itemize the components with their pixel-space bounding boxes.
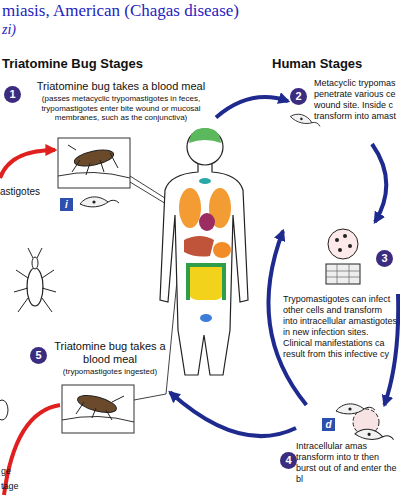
stage-marker: i [60, 198, 73, 211]
brain [189, 128, 221, 143]
bug-legs [68, 145, 118, 175]
bug-head [32, 257, 38, 269]
bursting-cell [336, 404, 395, 444]
stomach [213, 242, 231, 258]
skin-line [58, 172, 130, 178]
bug-legs [76, 396, 124, 420]
skin-line [62, 416, 134, 422]
amastigote [348, 244, 352, 248]
lung [179, 188, 201, 228]
stage-panel: Triatomine bug takes a blood meal(trypom… [50, 340, 170, 435]
liver [184, 236, 214, 257]
head [187, 129, 223, 165]
heart [199, 213, 215, 231]
bug-body [27, 268, 43, 306]
callout-number: 1 [4, 86, 21, 103]
cycle-arrow [372, 144, 386, 222]
stage-description: Triatomine bug takes a blood meal [26, 80, 216, 93]
tissue [326, 264, 360, 284]
stage-description: Metacyclic trypomas penetrate various ce… [314, 78, 400, 122]
intestine [188, 264, 224, 300]
section-heading: Human Stages [272, 56, 362, 71]
thyroid [199, 178, 211, 184]
stage-panel: Intracellular amas transform into tr the… [296, 405, 400, 497]
callout-number: 3 [376, 250, 393, 267]
human-figure [160, 128, 248, 375]
bug-cycle-arrow [0, 150, 55, 178]
amastigote [338, 248, 342, 252]
stage-panel: Trypomastigotes can infect other cells a… [283, 222, 398, 402]
leader-line [134, 270, 178, 400]
tissue-lines [326, 264, 360, 284]
stage-name: astigotes [0, 186, 40, 197]
diagram-title: miasis, American (Chagas disease) [2, 1, 239, 21]
body-outline [160, 163, 248, 375]
host-cell [328, 229, 358, 259]
section-heading: Triatomine Bug Stages [2, 56, 143, 71]
trypomastigote [80, 197, 119, 207]
bladder [200, 314, 212, 322]
picture-frame [62, 385, 134, 433]
cropped-drawing [0, 400, 8, 420]
stage-panel: Triatomine bug takes a blood meal(passes… [26, 80, 216, 205]
bug-body [73, 147, 115, 169]
stage-description: Triatomine bug takes a blood meal [50, 340, 170, 366]
picture-frame [58, 138, 130, 188]
cycle-arrow [384, 294, 398, 405]
stage-description: Trypomastigotes can infect other cells a… [283, 294, 398, 360]
callout-number: 2 [290, 88, 307, 105]
blood-meal-picture [62, 385, 134, 433]
legend-fragment: tage [1, 481, 19, 491]
stage-description: Intracellular amas transform into tr the… [296, 441, 400, 485]
amastigote [343, 234, 347, 238]
amastigote [335, 238, 339, 242]
legend-fragment: ge [1, 466, 11, 476]
cycle-arrow [268, 231, 306, 405]
callout-number: 4 [280, 452, 297, 469]
triatomine-bug [14, 248, 56, 312]
cycle-arrow [170, 392, 296, 436]
bite-picture [58, 138, 130, 188]
infected-cells [326, 229, 360, 284]
bug-legs [14, 248, 56, 312]
cycle-arrow [216, 97, 288, 117]
stage-note: (trypomastigotes ingested) [50, 367, 170, 377]
title-fragment: zi) [2, 22, 16, 38]
colon [188, 265, 224, 300]
trypomastigote [336, 404, 375, 414]
stage-marker: d [322, 418, 335, 431]
stage-note: (passes metacyclic trypomastigotes in fe… [26, 94, 216, 123]
callout-number: 5 [30, 347, 47, 364]
stage-panel: Metacyclic trypomas penetrate various ce… [288, 78, 400, 144]
